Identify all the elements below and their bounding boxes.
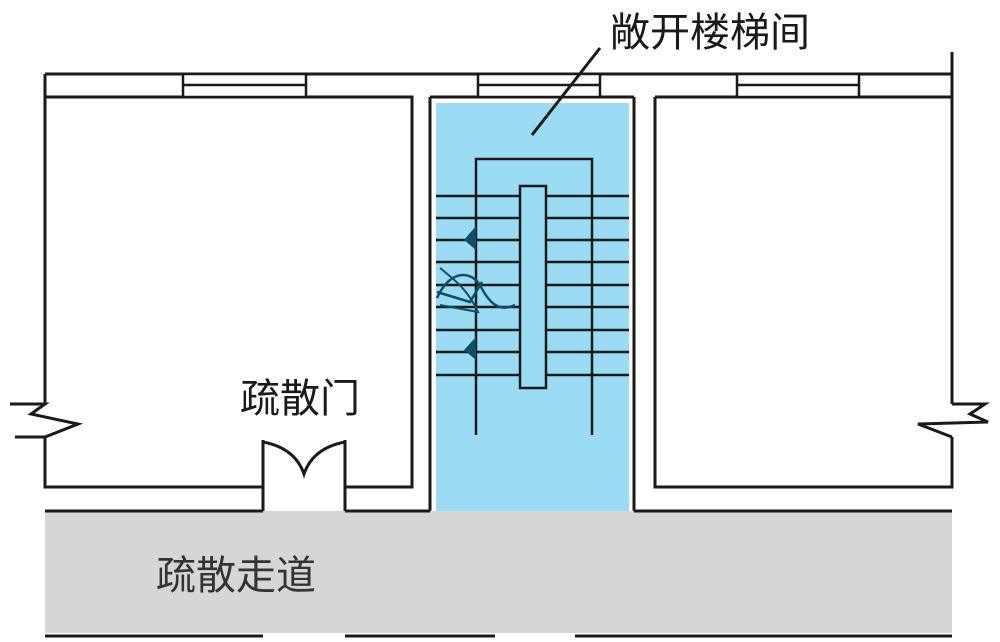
evacuation-corridor-label: 疏散走道 — [156, 553, 316, 599]
arrow-up-icon — [464, 226, 476, 250]
open-stairwell-label: 敞开楼梯间 — [610, 10, 810, 56]
evacuation-door-swing[interactable] — [261, 440, 347, 487]
stair-well-handrail — [518, 184, 548, 390]
stair-flights — [436, 157, 629, 435]
stair-break-line — [435, 273, 516, 309]
walls — [10, 52, 990, 638]
evacuation-door-label: 疏散门 — [240, 376, 360, 422]
stairwell-leader-line — [530, 47, 602, 136]
evacuation-corridor-area — [45, 511, 952, 633]
windows — [181, 72, 861, 99]
arrow-down-icon — [464, 337, 476, 360]
stair-break-line-lower — [439, 267, 480, 314]
